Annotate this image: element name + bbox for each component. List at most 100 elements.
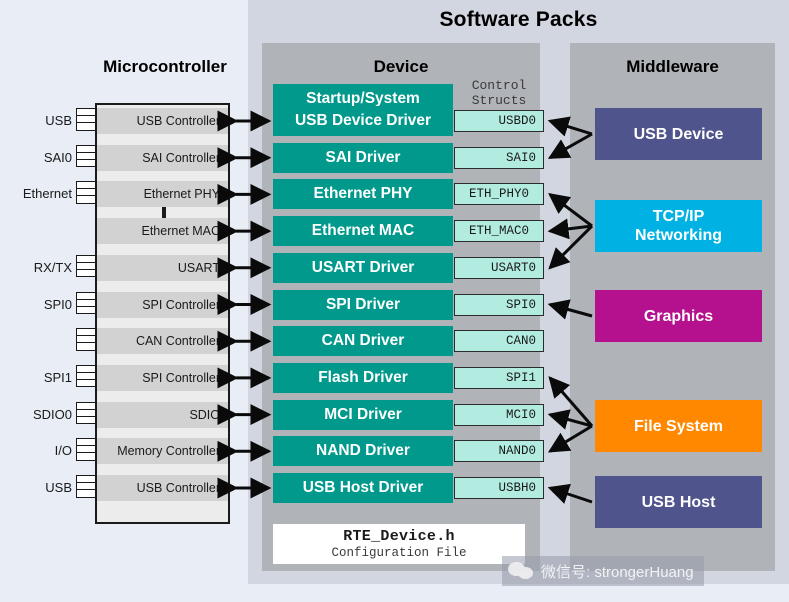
mcu-peripheral-row[interactable]: USB Controller xyxy=(97,475,228,501)
middleware-label-line1: TCP/IP xyxy=(652,208,705,225)
middleware-label: TCP/IP Networking xyxy=(635,207,722,245)
mcu-peripheral-label: SDIO xyxy=(189,407,220,422)
mcu-pin-label: SAI0 xyxy=(43,149,72,165)
mcu-peripheral-row[interactable]: SDIO xyxy=(97,401,228,428)
control-struct-label: SPI0 xyxy=(505,297,536,312)
microcontroller-column-title: Microcontroller xyxy=(103,57,227,76)
mcu-pin-label: Ethernet xyxy=(22,186,72,202)
control-struct-label: SPI1 xyxy=(505,370,536,385)
driver-block[interactable]: CAN Driver xyxy=(273,326,453,357)
rte-device-subtitle: Configuration File xyxy=(331,546,467,560)
mcu-peripheral-row[interactable]: Ethernet PHY xyxy=(97,181,228,208)
page-title: Software Packs xyxy=(439,8,598,31)
driver-label: NAND Driver xyxy=(316,442,410,460)
control-struct-label: USBD0 xyxy=(498,114,536,128)
mcu-peripheral-label: CAN Controller xyxy=(135,334,220,349)
device-column-title: Device xyxy=(373,57,429,76)
control-struct-label: USBH0 xyxy=(498,481,536,495)
mcu-peripheral-row[interactable]: Ethernet MAC xyxy=(97,218,228,245)
watermark: 微信号: strongerHuang xyxy=(502,556,704,586)
mcu-pin-group xyxy=(76,144,96,171)
mcu-peripheral-label: USB Controller xyxy=(136,114,220,128)
middleware-label-line2: Networking xyxy=(634,227,723,244)
mcu-pin-group xyxy=(76,291,96,318)
driver-block[interactable]: SPI Driver xyxy=(273,289,453,320)
control-struct-label: CAN0 xyxy=(505,334,536,349)
driver-block[interactable]: SAI Driver xyxy=(273,142,453,173)
mcu-peripheral-label: Ethernet MAC xyxy=(141,224,220,239)
middleware-block[interactable]: Graphics xyxy=(595,290,762,342)
driver-label: Ethernet PHY xyxy=(313,185,413,203)
driver-label: Ethernet MAC xyxy=(311,222,415,240)
driver-block[interactable]: Ethernet PHY xyxy=(273,179,453,210)
control-structs-header-line1: Control xyxy=(471,78,527,93)
driver-block[interactable]: USB Device Driver xyxy=(273,106,453,136)
control-struct-box[interactable]: SAI0 xyxy=(454,146,544,169)
control-struct-label: MCI0 xyxy=(505,407,536,422)
mcu-peripheral-row[interactable]: Memory Controller xyxy=(97,438,228,465)
control-struct-box[interactable]: ETH_MAC0 xyxy=(454,220,544,243)
middleware-label: USB Device xyxy=(633,125,724,143)
driver-block[interactable]: MCI Driver xyxy=(273,399,453,430)
control-struct-box[interactable]: NAND0 xyxy=(454,440,544,463)
middleware-label: USB Host xyxy=(641,493,716,511)
middleware-column-title: Middleware xyxy=(626,57,719,76)
control-struct-box[interactable]: USART0 xyxy=(454,256,544,279)
middleware-block[interactable]: File System xyxy=(595,400,762,452)
middleware-label: Graphics xyxy=(643,307,714,325)
mcu-peripheral-row[interactable]: SPI Controller xyxy=(97,364,228,391)
driver-label: USB Device Driver xyxy=(294,112,432,129)
wechat-icon xyxy=(508,561,534,581)
mcu-pin-group xyxy=(76,364,96,391)
mcu-peripheral-row[interactable]: USART xyxy=(97,254,228,281)
control-struct-label: SAI0 xyxy=(505,150,536,165)
rte-device-filename: RTE_Device.h xyxy=(343,528,455,545)
driver-block[interactable]: USB Host Driver xyxy=(273,473,453,503)
mcu-peripheral-row[interactable]: SAI Controller xyxy=(97,144,228,171)
mcu-pin-group xyxy=(76,438,96,464)
control-struct-box[interactable]: ETH_PHY0 xyxy=(454,183,544,206)
control-struct-box[interactable]: USBD0 xyxy=(454,110,544,132)
control-struct-box[interactable]: USBH0 xyxy=(454,477,544,499)
mcu-peripheral-label: USB Controller xyxy=(136,481,220,495)
mcu-peripheral-row[interactable]: SPI Controller xyxy=(97,291,228,318)
mcu-pin-group xyxy=(76,328,96,354)
control-struct-box[interactable]: CAN0 xyxy=(454,330,544,353)
control-struct-box[interactable]: SPI1 xyxy=(454,366,544,389)
driver-label: USART Driver xyxy=(311,258,415,276)
control-struct-box[interactable]: MCI0 xyxy=(454,403,544,426)
middleware-block[interactable]: TCP/IP Networking xyxy=(595,200,762,252)
driver-block[interactable]: NAND Driver xyxy=(273,436,453,467)
mcu-peripheral-label: SPI Controller xyxy=(142,297,220,312)
driver-label: CAN Driver xyxy=(321,332,405,350)
mcu-peripheral-row[interactable]: USB Controller xyxy=(97,108,228,134)
middleware-label: File System xyxy=(634,417,723,435)
mcu-pin-label: SPI1 xyxy=(43,369,72,385)
mcu-peripheral-row[interactable]: CAN Controller xyxy=(97,328,228,355)
mcu-pin-group xyxy=(76,181,96,207)
driver-block[interactable]: Ethernet MAC xyxy=(273,216,453,247)
mcu-peripheral-label: Ethernet PHY xyxy=(143,187,220,202)
rte-device-config-file[interactable]: RTE_Device.h Configuration File xyxy=(273,524,525,564)
mcu-peripheral-label: SAI Controller xyxy=(142,150,220,165)
driver-block[interactable]: USART Driver xyxy=(273,252,453,283)
control-struct-box[interactable]: SPI0 xyxy=(454,293,544,316)
middleware-block[interactable]: USB Host xyxy=(595,476,762,528)
driver-label: Flash Driver xyxy=(318,368,408,386)
driver-block[interactable]: Flash Driver xyxy=(273,362,453,393)
mcu-pin-group xyxy=(76,108,96,134)
driver-label: SAI Driver xyxy=(325,148,401,166)
mcu-pin-label: I/O xyxy=(54,443,72,459)
control-structs-header-line2: Structs xyxy=(471,93,527,108)
mcu-peripheral-label: SPI Controller xyxy=(142,370,220,385)
control-struct-label: USART0 xyxy=(490,260,536,275)
mcu-pin-group xyxy=(76,254,96,281)
mcu-pin-label: SPI0 xyxy=(43,296,72,312)
driver-label: MCI Driver xyxy=(324,405,402,423)
watermark-text: 微信号: strongerHuang xyxy=(541,563,694,581)
mcu-pin-label: SDIO0 xyxy=(32,406,72,422)
driver-label: SPI Driver xyxy=(325,295,401,313)
middleware-block[interactable]: USB Device xyxy=(595,108,762,160)
control-struct-label: NAND0 xyxy=(498,444,536,459)
